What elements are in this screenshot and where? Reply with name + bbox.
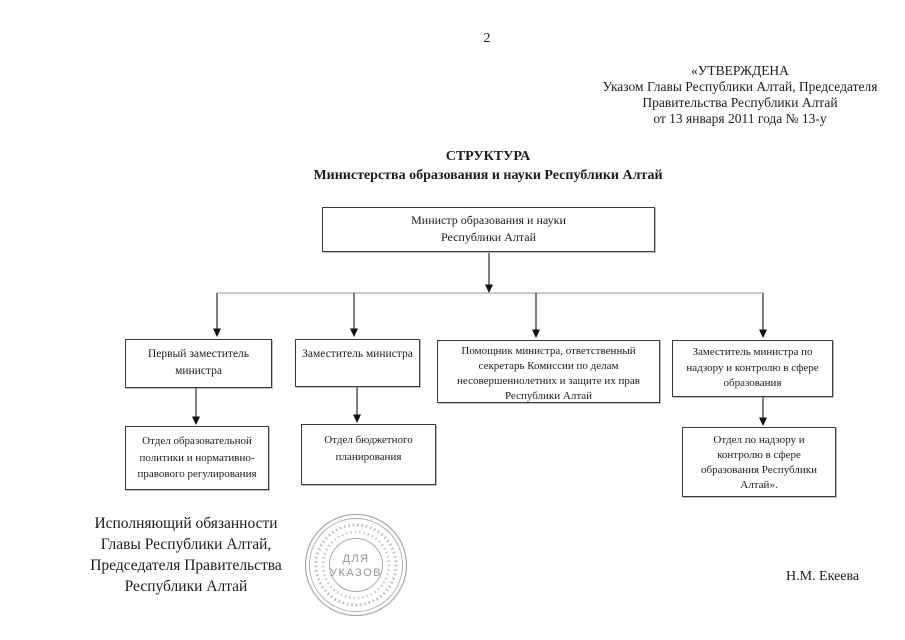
document-title: СТРУКТУРА Министерства образования и нау…	[288, 148, 688, 185]
signature-line-2: Главы Республики Алтай,	[100, 536, 272, 553]
stamp-ring-text-decoration	[321, 530, 391, 600]
signature-line-4: Республики Алтай	[124, 578, 248, 595]
org-node-first-deputy-minister: Первый заместитель министра	[125, 339, 272, 388]
approval-line-1: «УТВЕРЖДЕНА	[691, 63, 789, 78]
org-node-minister-assistant: Помощник министра, ответственный секрета…	[437, 340, 660, 403]
approval-line-2: Указом Главы Республики Алтай, Председат…	[602, 79, 878, 94]
org-node-oversight-department: Отдел по надзору и контролю в сфере обра…	[682, 427, 836, 497]
page-number: 2	[483, 31, 491, 46]
org-node-minister: Министр образования и науки Республики А…	[322, 207, 655, 252]
stamp-middle-circle	[309, 518, 403, 612]
org-node-budget-planning-department: Отдел бюджетного планирования	[301, 424, 436, 485]
approval-line-3: Правительства Республики Алтай	[642, 95, 838, 110]
org-node-deputy-minister-oversight: Заместитель министра по надзору и контро…	[672, 340, 833, 397]
stamp-ring-text-decoration	[314, 523, 398, 607]
org-node-education-policy-department: Отдел образовательной политики и нормати…	[125, 426, 269, 490]
org-node-deputy-minister: Заместитель министра	[295, 339, 420, 387]
stamp-text-line2: УКАЗОВ	[330, 567, 382, 579]
stamp-inner-circle	[329, 538, 383, 592]
stamp-text-line1: ДЛЯ	[342, 553, 369, 565]
title-line-1: СТРУКТУРА	[445, 149, 531, 164]
approval-line-4: от 13 января 2011 года № 13-у	[653, 111, 827, 126]
signature-line-3: Председателя Правительства	[90, 557, 282, 574]
approval-block: «УТВЕРЖДЕНА Указом Главы Республики Алта…	[558, 63, 905, 127]
signature-line-1: Исполняющий обязанности	[94, 515, 278, 532]
signature-block: Исполняющий обязанности Главы Республики…	[60, 513, 312, 597]
signer-name: Н.М. Екеева	[786, 569, 860, 584]
official-stamp: ДЛЯ УКАЗОВ	[304, 513, 408, 617]
stamp-outer-circle	[304, 513, 408, 617]
title-line-2: Министерства образования и науки Республ…	[313, 167, 663, 183]
